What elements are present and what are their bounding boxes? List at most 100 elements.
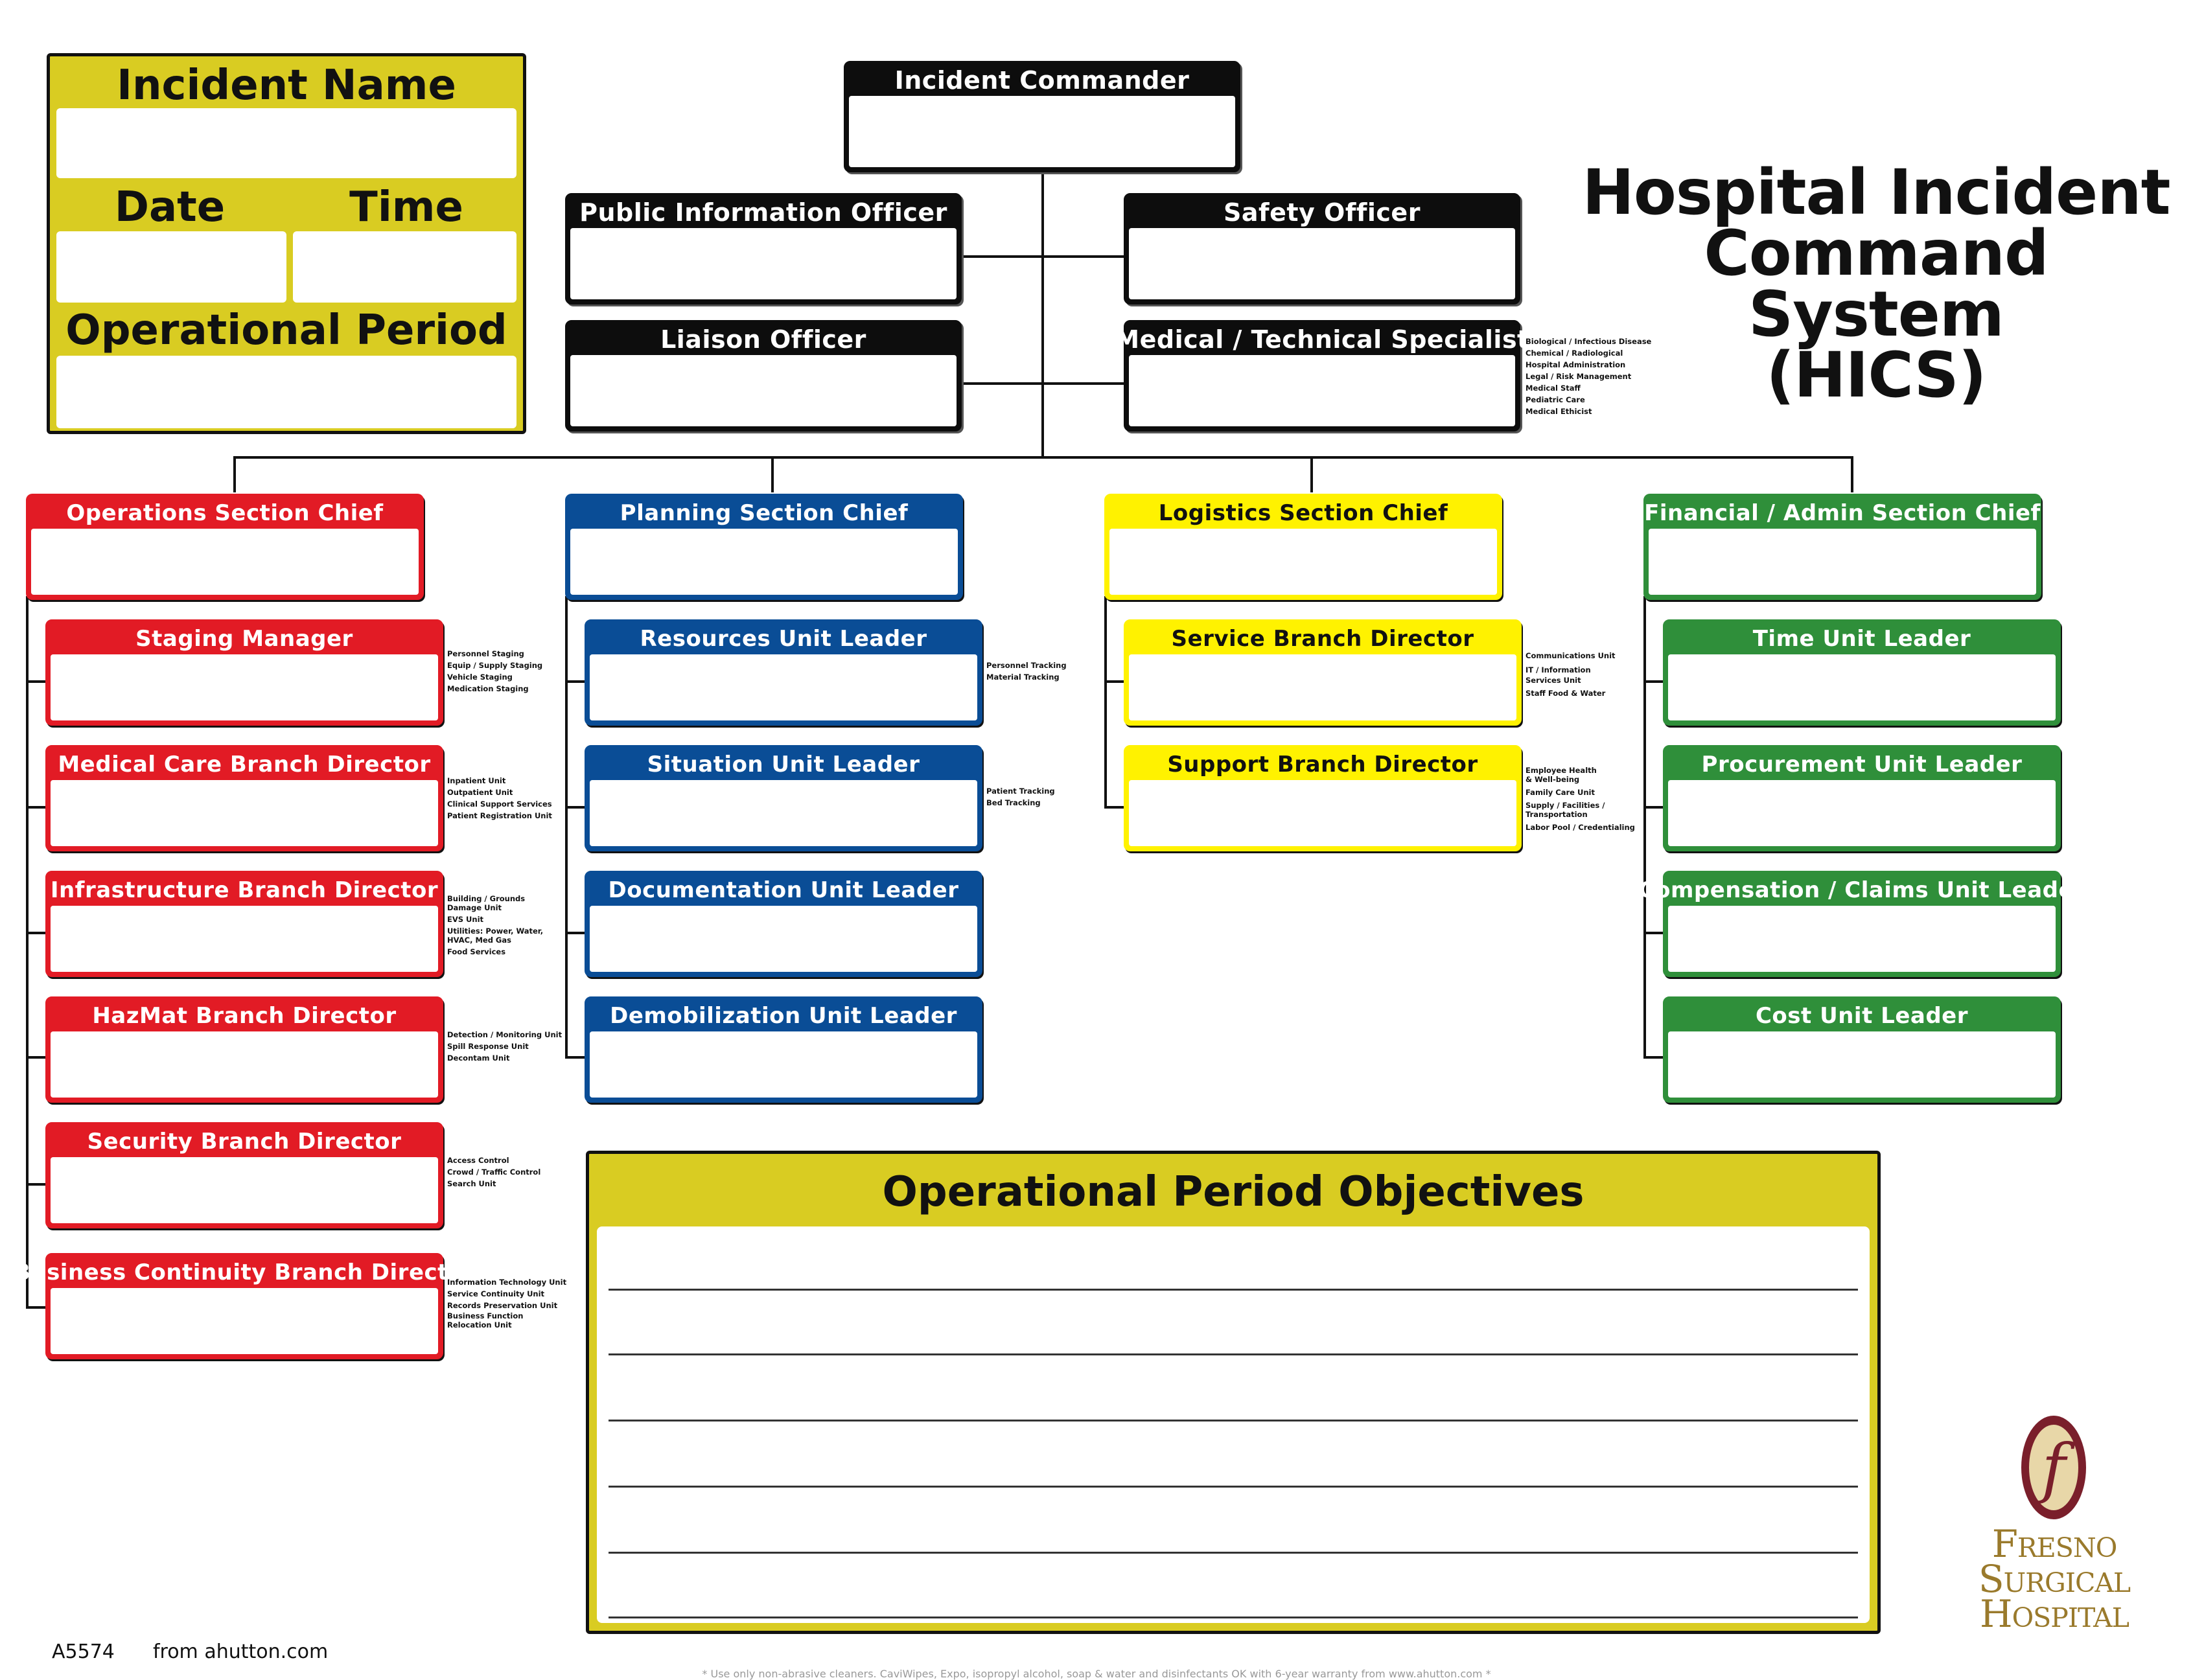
support-branch-director-field[interactable] xyxy=(1129,780,1516,846)
medical-care-branch-notes: Inpatient Unit Outpatient Unit Clinical … xyxy=(447,775,552,822)
note: Service Continuity Unit xyxy=(447,1289,545,1298)
procurement-unit-leader-field[interactable] xyxy=(1668,780,2056,846)
demobilization-unit-leader-box[interactable]: Demobilization Unit Leader xyxy=(585,996,982,1103)
safety-officer-title: Safety Officer xyxy=(1224,198,1421,227)
business-continuity-branch-director-box[interactable]: Business Continuity Branch Director xyxy=(14,1253,475,1359)
note: Services Unit xyxy=(1526,676,1581,685)
note: Crowd / Traffic Control xyxy=(447,1168,541,1177)
service-branch-director-box[interactable]: Service Branch Director xyxy=(1124,619,1522,726)
operational-period-objectives-panel: Operational Period Objectives xyxy=(586,1151,1881,1634)
resources-unit-leader-box[interactable]: Resources Unit Leader xyxy=(585,619,982,726)
note: Access Control xyxy=(447,1156,509,1165)
incident-commander-title: Incident Commander xyxy=(894,66,1190,95)
note: Relocation Unit xyxy=(447,1320,512,1329)
incident-commander-box[interactable]: Incident Commander xyxy=(844,61,1240,172)
time-unit-leader-field[interactable] xyxy=(1668,654,2056,720)
procurement-unit-leader-box[interactable]: Procurement Unit Leader xyxy=(1663,745,2061,851)
support-branch-notes: Employee Health & Well-being Family Care… xyxy=(1526,766,1635,832)
date-field[interactable] xyxy=(56,231,286,303)
note: Patient Registration Unit xyxy=(447,811,552,820)
documentation-unit-leader-title: Documentation Unit Leader xyxy=(608,877,959,903)
fresno-surgical-hospital-logo: f Fresno Surgical Hospital xyxy=(1957,1412,2152,1633)
demobilization-unit-leader-field[interactable] xyxy=(590,1031,977,1098)
liaison-officer-box[interactable]: Liaison Officer xyxy=(565,320,962,432)
note: Inpatient Unit xyxy=(447,776,506,785)
resources-unit-leader-field[interactable] xyxy=(590,654,977,720)
security-branch-director-box[interactable]: Security Branch Director xyxy=(45,1122,443,1228)
logo-line-1: Fresno xyxy=(1991,1522,2118,1566)
note: Supply / Facilities / xyxy=(1526,801,1605,810)
medical-technical-specialist-field[interactable] xyxy=(1129,355,1515,426)
note: Food Services xyxy=(447,947,506,956)
logistics-section-chief-field[interactable] xyxy=(1109,529,1497,595)
note: IT / Information xyxy=(1526,665,1591,674)
note: Outpatient Unit xyxy=(447,788,513,797)
situation-unit-leader-box[interactable]: Situation Unit Leader xyxy=(585,745,982,851)
logistics-section-chief-box[interactable]: Logistics Section Chief xyxy=(1104,494,1502,600)
documentation-unit-leader-box[interactable]: Documentation Unit Leader xyxy=(585,871,982,977)
note: Communications Unit xyxy=(1526,651,1616,660)
logo-line-2: Surgical xyxy=(1978,1557,2131,1601)
staging-manager-box[interactable]: Staging Manager xyxy=(45,619,443,726)
finance-section-chief-box[interactable]: Financial / Admin Section Chief xyxy=(1643,494,2041,600)
note: Labor Pool / Credentialing xyxy=(1526,823,1635,832)
objectives-writing-area[interactable] xyxy=(597,1226,1870,1623)
time-unit-leader-box[interactable]: Time Unit Leader xyxy=(1663,619,2061,726)
incident-commander-field[interactable] xyxy=(849,96,1235,167)
incident-info-panel: Incident Name Date Time Operational Peri… xyxy=(47,53,526,434)
medical-care-branch-director-title: Medical Care Branch Director xyxy=(58,752,431,777)
operational-period-field[interactable] xyxy=(56,356,516,428)
medical-care-branch-director-field[interactable] xyxy=(51,780,438,846)
liaison-officer-field[interactable] xyxy=(570,355,957,426)
finance-section-chief-field[interactable] xyxy=(1649,529,2036,595)
situation-unit-leader-field[interactable] xyxy=(590,780,977,846)
security-branch-director-field[interactable] xyxy=(51,1157,438,1223)
staging-manager-title: Staging Manager xyxy=(135,626,353,652)
operations-section-chief-field[interactable] xyxy=(31,529,419,595)
compensation-claims-unit-leader-box[interactable]: Compensation / Claims Unit Leader xyxy=(1639,871,2085,977)
procurement-unit-leader-title: Procurement Unit Leader xyxy=(1701,752,2023,777)
infrastructure-branch-director-box[interactable]: Infrastructure Branch Director xyxy=(45,871,443,977)
security-branch-notes: Access Control Crowd / Traffic Control S… xyxy=(447,1155,540,1190)
planning-section-chief-box[interactable]: Planning Section Chief xyxy=(565,494,963,600)
title-line-2: Command System xyxy=(1704,217,2048,351)
note: Equip / Supply Staging xyxy=(447,661,543,670)
operational-period-label: Operational Period xyxy=(65,306,507,354)
operations-section-chief-title: Operations Section Chief xyxy=(66,500,384,526)
note: HVAC, Med Gas xyxy=(447,936,511,945)
logo-line-3: Hospital xyxy=(1979,1592,2129,1636)
note: Bed Tracking xyxy=(986,798,1041,807)
planning-section-chief-field[interactable] xyxy=(570,529,958,595)
hazmat-branch-director-field[interactable] xyxy=(51,1031,438,1098)
cost-unit-leader-field[interactable] xyxy=(1668,1031,2056,1098)
note: Decontam Unit xyxy=(447,1053,510,1063)
incident-name-label: Incident Name xyxy=(117,62,456,109)
documentation-unit-leader-field[interactable] xyxy=(590,906,977,972)
compensation-claims-unit-leader-field[interactable] xyxy=(1668,906,2056,972)
safety-officer-field[interactable] xyxy=(1129,228,1515,299)
incident-name-field[interactable] xyxy=(56,108,516,178)
hazmat-branch-director-box[interactable]: HazMat Branch Director xyxy=(45,996,443,1103)
demobilization-unit-leader-title: Demobilization Unit Leader xyxy=(610,1003,957,1029)
infrastructure-branch-director-field[interactable] xyxy=(51,906,438,972)
objectives-title: Operational Period Objectives xyxy=(882,1168,1584,1216)
note: Patient Tracking xyxy=(986,787,1055,796)
resources-unit-leader-title: Resources Unit Leader xyxy=(640,626,927,652)
public-information-officer-box[interactable]: Public Information Officer xyxy=(565,193,962,305)
staging-manager-field[interactable] xyxy=(51,654,438,720)
note: Employee Health xyxy=(1526,766,1597,775)
objective-line xyxy=(609,1552,1858,1554)
medical-technical-specialist-box[interactable]: Medical / Technical Specialist xyxy=(1115,320,1529,432)
safety-officer-box[interactable]: Safety Officer xyxy=(1124,193,1520,305)
note: Utilities: Power, Water, xyxy=(447,926,544,936)
service-branch-director-field[interactable] xyxy=(1129,654,1516,720)
business-continuity-branch-director-field[interactable] xyxy=(51,1288,438,1354)
operations-section-chief-box[interactable]: Operations Section Chief xyxy=(26,494,424,600)
note: Medical Ethicist xyxy=(1526,407,1592,416)
public-information-officer-field[interactable] xyxy=(570,228,957,299)
medical-care-branch-director-box[interactable]: Medical Care Branch Director xyxy=(45,745,443,851)
time-field[interactable] xyxy=(293,231,516,303)
cost-unit-leader-box[interactable]: Cost Unit Leader xyxy=(1663,996,2061,1103)
note: Spill Response Unit xyxy=(447,1042,529,1051)
support-branch-director-box[interactable]: Support Branch Director xyxy=(1124,745,1522,851)
